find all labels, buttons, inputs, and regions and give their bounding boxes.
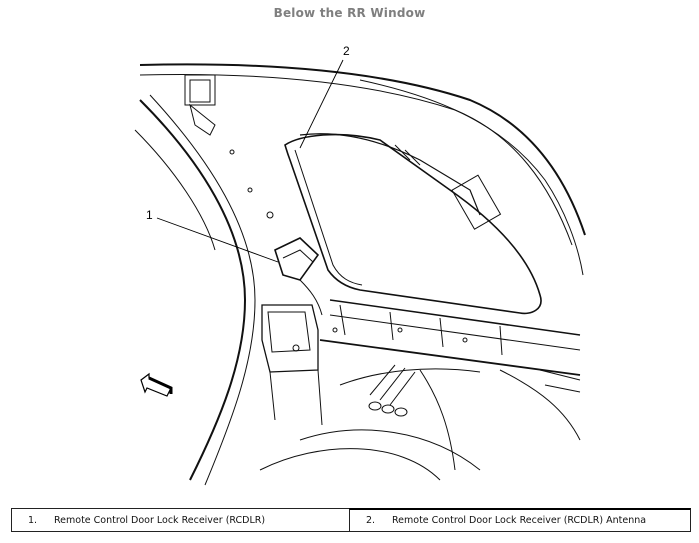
vehicle-diagram <box>0 30 699 500</box>
page-title: Below the RR Window <box>273 6 426 20</box>
legend-item-label: Remote Control Door Lock Receiver (RCDLR… <box>392 515 647 526</box>
legend-item-1: 1. Remote Control Door Lock Receiver (RC… <box>11 508 349 532</box>
direction-arrow-icon <box>140 372 173 397</box>
callout-2: 2 <box>343 44 350 58</box>
legend-table: 1. Remote Control Door Lock Receiver (RC… <box>11 508 691 532</box>
callout-1: 1 <box>146 208 153 222</box>
legend-item-2: 2. Remote Control Door Lock Receiver (RC… <box>349 508 691 532</box>
legend-item-number: 1. <box>28 514 38 526</box>
legend-item-label: Remote Control Door Lock Receiver (RCDLR… <box>54 514 266 526</box>
legend-item-number: 2. <box>366 515 376 526</box>
